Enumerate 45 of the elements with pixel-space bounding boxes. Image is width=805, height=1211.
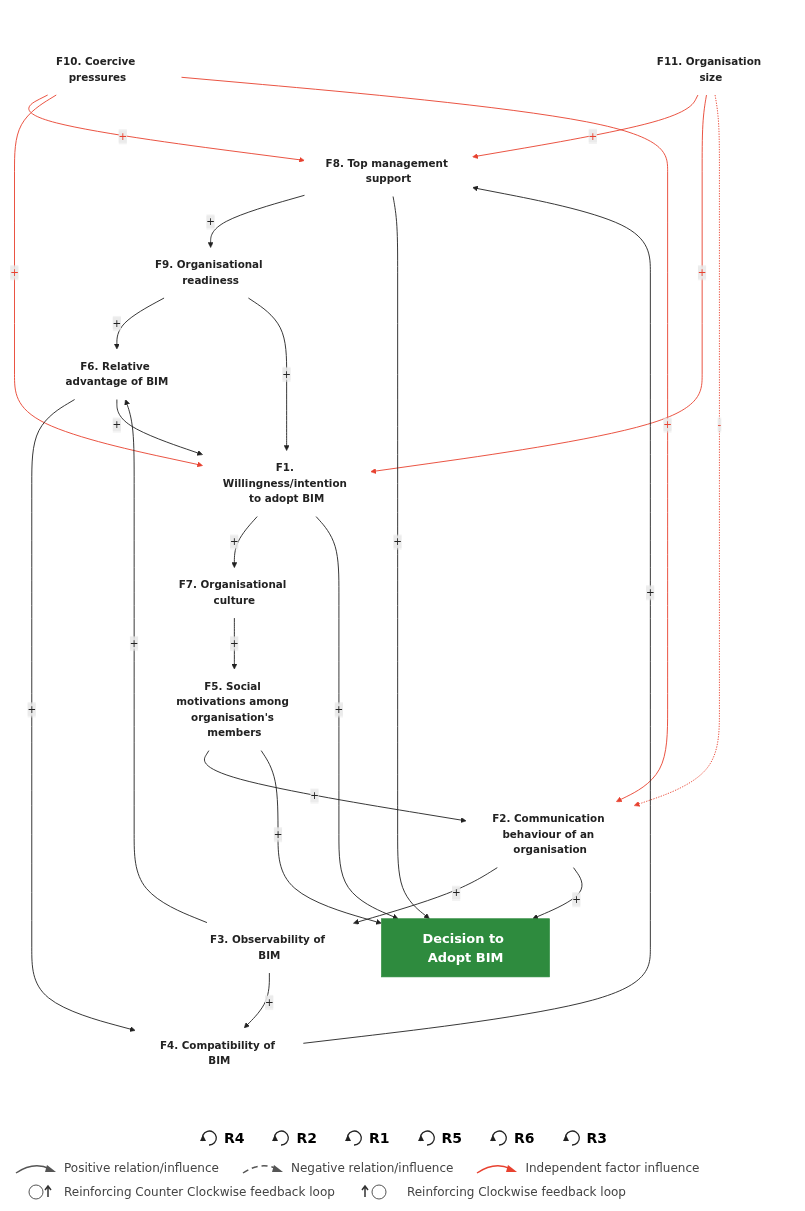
node-text: F7. Organisational culture: [178, 578, 287, 607]
edge-label: +: [27, 703, 37, 716]
node-box: Decision to Adopt BIM: [381, 918, 550, 978]
node-text: F5. Social motivations among organisation's members: [176, 680, 289, 739]
loop-label: R5: [441, 1130, 463, 1146]
node-text: F11. Organisation size: [656, 55, 762, 84]
legend-label: Positive relation/influence: [64, 1161, 219, 1175]
loop-label: R1: [368, 1130, 390, 1146]
edge-label: +: [452, 886, 461, 899]
node-text: F9. Organisational readiness: [155, 258, 263, 287]
loop-label: R6: [514, 1130, 535, 1146]
edge-label: +: [282, 367, 291, 381]
edge-label: +: [129, 637, 139, 650]
loop-label: R3: [586, 1130, 608, 1146]
loop-label: R2: [296, 1130, 317, 1146]
edge-label: +: [230, 637, 239, 650]
edge-label: +: [230, 535, 239, 548]
edge-label: +: [10, 266, 19, 279]
loop-label: R4: [223, 1130, 245, 1146]
edge-label: +: [118, 130, 128, 143]
node-text: F8. Top management support: [325, 157, 448, 185]
edge-label: +: [112, 317, 122, 330]
legend-label: Negative relation/influence: [290, 1161, 454, 1175]
edge-label: +: [206, 215, 215, 228]
node-text: F10. Coercive pressures: [56, 55, 136, 84]
edge-label: +: [663, 418, 672, 431]
edge-label: +: [572, 893, 581, 906]
legend-label: Reinforcing Counter Clockwise feedback loop: [64, 1185, 335, 1199]
edge-label: +: [112, 418, 122, 431]
node-text: F1. Willingness/intention to adopt BIM: [222, 461, 347, 505]
node-text: F6. Relative advantage of BIM: [65, 360, 169, 388]
edge-label: +: [697, 266, 707, 279]
node-text: F4. Compatibility of BIM: [159, 1038, 276, 1067]
edge-label: -: [717, 418, 722, 431]
edge-label: +: [393, 535, 402, 548]
edge-label: +: [273, 828, 283, 841]
node-text: F2. Communication behaviour of an organisation: [492, 812, 605, 856]
legend-label: Reinforcing Clockwise feedback loop: [406, 1185, 626, 1199]
edge-label: +: [265, 995, 274, 1009]
edge-label: +: [588, 129, 598, 143]
edge-label: +: [334, 703, 344, 716]
node-text: F3. Observability of BIM: [210, 933, 326, 962]
edge-label: +: [310, 789, 319, 802]
edge-label: +: [646, 586, 655, 599]
legend-label: Independent factor influence: [525, 1161, 700, 1175]
